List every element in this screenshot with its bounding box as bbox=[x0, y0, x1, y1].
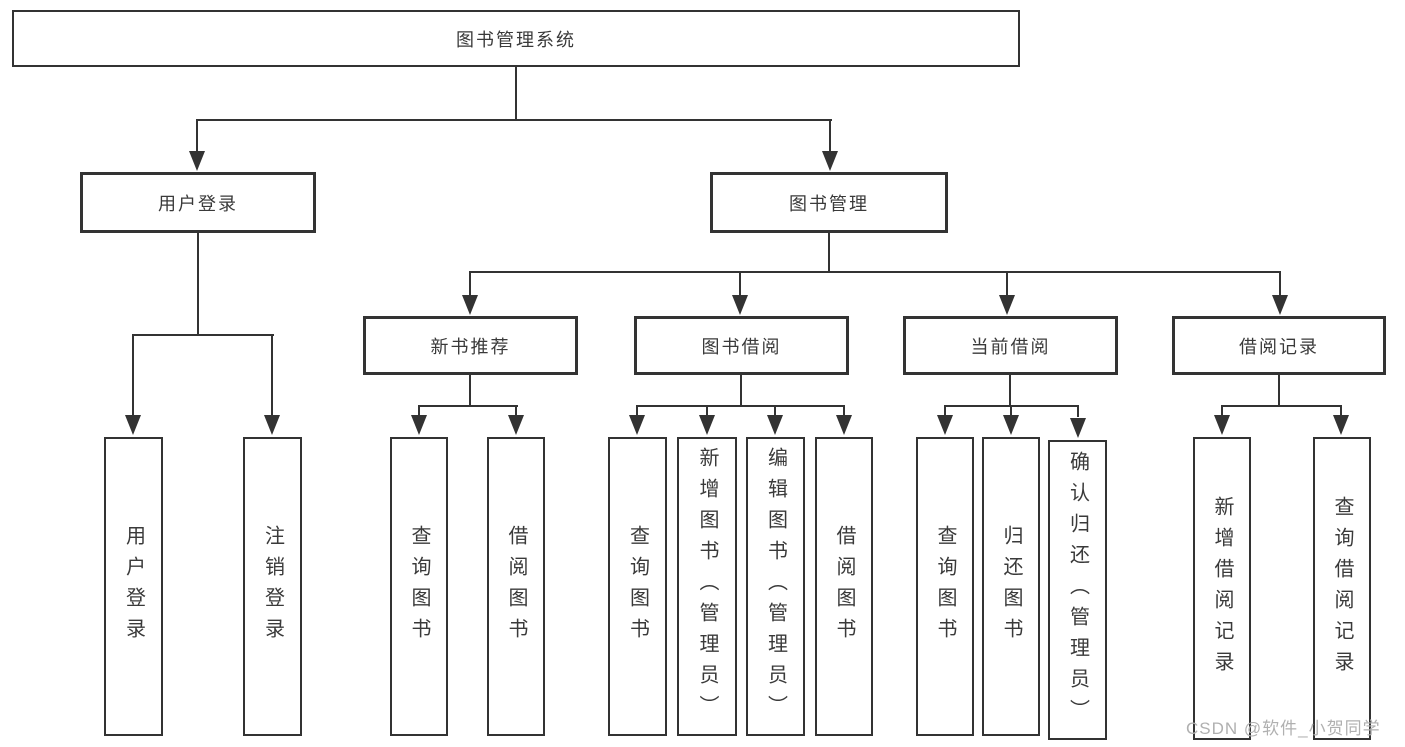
edge-line bbox=[636, 405, 845, 407]
edge-line bbox=[706, 405, 708, 417]
edge-line bbox=[418, 405, 420, 417]
node-leaf-query-books-recommend: 查询图书 bbox=[390, 437, 448, 736]
arrow-down-icon bbox=[1070, 418, 1086, 438]
node-current-borrow-label: 当前借阅 bbox=[970, 336, 1051, 357]
node-current-borrow: 当前借阅 bbox=[903, 316, 1118, 375]
edge-line bbox=[828, 232, 830, 273]
edge-line bbox=[197, 232, 199, 336]
edge-line bbox=[469, 271, 1281, 273]
arrow-down-icon bbox=[732, 295, 748, 315]
edge-line bbox=[1221, 405, 1342, 407]
node-root-label: 图书管理系统 bbox=[456, 29, 576, 50]
csdn-watermark: CSDN @软件_小贺同学 bbox=[1186, 719, 1381, 738]
arrow-down-icon bbox=[411, 415, 427, 435]
edge-line bbox=[1010, 405, 1012, 417]
node-leaf-add-borrow-record-label: 新增借阅记录 bbox=[1211, 495, 1233, 682]
node-user-login-label: 用户登录 bbox=[158, 193, 238, 214]
edge-line bbox=[515, 66, 517, 120]
arrow-down-icon bbox=[1333, 415, 1349, 435]
node-leaf-return-book: 归还图书 bbox=[982, 437, 1040, 736]
arrow-down-icon bbox=[629, 415, 645, 435]
edge-line bbox=[196, 119, 198, 153]
node-leaf-add-book-admin-label: 新增图书（管理员） bbox=[696, 447, 718, 726]
edge-line bbox=[1278, 374, 1280, 407]
arrow-down-icon bbox=[999, 295, 1015, 315]
node-borrow-records: 借阅记录 bbox=[1172, 316, 1386, 375]
node-leaf-query-books-recommend-label: 查询图书 bbox=[408, 524, 430, 649]
node-leaf-logout-label: 注销登录 bbox=[261, 524, 284, 649]
node-leaf-query-books-borrow-label: 查询图书 bbox=[626, 524, 649, 649]
node-leaf-query-borrow-record: 查询借阅记录 bbox=[1313, 437, 1371, 740]
arrow-down-icon bbox=[836, 415, 852, 435]
node-leaf-add-borrow-record: 新增借阅记录 bbox=[1193, 437, 1251, 740]
node-leaf-edit-book-admin-label: 编辑图书（管理员） bbox=[764, 447, 787, 726]
edge-line bbox=[469, 374, 471, 407]
edge-line bbox=[740, 374, 742, 407]
node-leaf-logout: 注销登录 bbox=[243, 437, 302, 736]
node-leaf-add-book-admin: 新增图书（管理员） bbox=[677, 437, 737, 736]
node-leaf-edit-book-admin: 编辑图书（管理员） bbox=[746, 437, 805, 736]
node-leaf-confirm-return-admin-label: 确认归还（管理员） bbox=[1066, 450, 1089, 730]
node-leaf-borrow-books: 借阅图书 bbox=[815, 437, 873, 736]
node-book-management-label: 图书管理 bbox=[789, 193, 869, 214]
edge-line bbox=[843, 405, 845, 417]
node-new-book-recommend: 新书推荐 bbox=[363, 316, 578, 375]
arrow-down-icon bbox=[767, 415, 783, 435]
node-user-login: 用户登录 bbox=[80, 172, 316, 233]
arrow-down-icon bbox=[822, 151, 838, 171]
edge-line bbox=[1006, 271, 1008, 297]
arrow-down-icon bbox=[699, 415, 715, 435]
edge-line bbox=[1340, 405, 1342, 417]
arrow-down-icon bbox=[1272, 295, 1288, 315]
arrow-down-icon bbox=[937, 415, 953, 435]
node-leaf-query-books-borrow: 查询图书 bbox=[608, 437, 667, 736]
node-leaf-query-borrow-record-label: 查询借阅记录 bbox=[1331, 495, 1353, 682]
edge-line bbox=[1279, 271, 1281, 297]
node-borrow-records-label: 借阅记录 bbox=[1239, 336, 1319, 357]
node-leaf-borrow-books-recommend-label: 借阅图书 bbox=[505, 524, 527, 649]
node-leaf-return-book-label: 归还图书 bbox=[1000, 524, 1022, 649]
node-leaf-borrow-books-label: 借阅图书 bbox=[833, 524, 855, 649]
node-book-borrow-label: 图书借阅 bbox=[701, 336, 782, 357]
arrow-down-icon bbox=[189, 151, 205, 171]
node-leaf-borrow-books-recommend: 借阅图书 bbox=[487, 437, 545, 736]
edge-line bbox=[739, 271, 741, 297]
arrow-down-icon bbox=[125, 415, 141, 435]
node-new-book-recommend-label: 新书推荐 bbox=[430, 336, 511, 357]
edge-line bbox=[774, 405, 776, 417]
node-book-borrow: 图书借阅 bbox=[634, 316, 849, 375]
node-leaf-user-login: 用户登录 bbox=[104, 437, 163, 736]
edge-line bbox=[1009, 374, 1011, 407]
node-leaf-confirm-return-admin: 确认归还（管理员） bbox=[1048, 440, 1107, 740]
edge-line bbox=[829, 119, 831, 153]
edge-line bbox=[469, 271, 471, 297]
arrow-down-icon bbox=[1003, 415, 1019, 435]
edge-line bbox=[132, 334, 274, 336]
edge-line bbox=[515, 405, 517, 417]
edge-line bbox=[1077, 405, 1079, 417]
edge-line bbox=[196, 119, 832, 121]
node-leaf-query-books-current-label: 查询图书 bbox=[934, 524, 956, 649]
arrow-down-icon bbox=[264, 415, 280, 435]
node-leaf-user-login-label: 用户登录 bbox=[122, 524, 145, 649]
node-book-management: 图书管理 bbox=[710, 172, 948, 233]
arrow-down-icon bbox=[508, 415, 524, 435]
edge-line bbox=[944, 405, 946, 417]
edge-line bbox=[636, 405, 638, 417]
edge-line bbox=[132, 334, 134, 417]
node-leaf-query-books-current: 查询图书 bbox=[916, 437, 974, 736]
arrow-down-icon bbox=[1214, 415, 1230, 435]
edge-line bbox=[271, 334, 273, 417]
edge-line bbox=[1221, 405, 1223, 417]
arrow-down-icon bbox=[462, 295, 478, 315]
node-root: 图书管理系统 bbox=[12, 10, 1020, 67]
edge-line bbox=[418, 405, 518, 407]
